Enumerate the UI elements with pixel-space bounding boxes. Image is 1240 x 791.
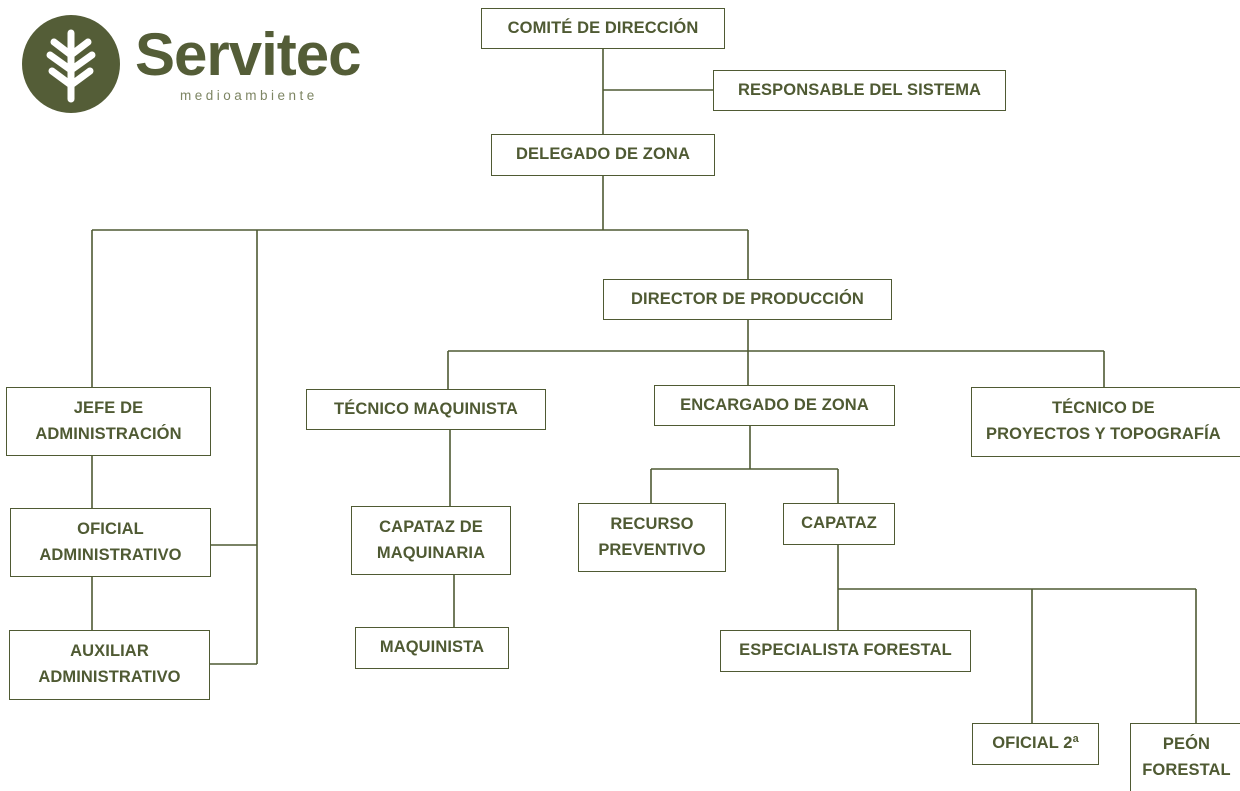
leaf-icon [22,15,120,113]
servitec-logo: Servitec medioambiente [22,15,402,115]
logo-tagline: medioambiente [180,88,318,103]
org-node-director-produccion: DIRECTOR DE PRODUCCIÓN [603,279,892,320]
org-node-tecnico-maquinista: TÉCNICO MAQUINISTA [306,389,546,430]
org-node-responsable-sistema: RESPONSABLE DEL SISTEMA [713,70,1006,111]
org-node-encargado-zona: ENCARGADO DE ZONA [654,385,895,426]
org-node-especialista-forestal: ESPECIALISTA FORESTAL [720,630,971,672]
org-node-delegado-zona: DELEGADO DE ZONA [491,134,715,176]
org-node-oficial-2: OFICIAL 2ª [972,723,1099,765]
logo-brand-name: Servitec [135,21,361,88]
org-node-maquinista: MAQUINISTA [355,627,509,669]
org-node-capataz: CAPATAZ [783,503,895,545]
org-node-comite-direccion: COMITÉ DE DIRECCIÓN [481,8,725,49]
